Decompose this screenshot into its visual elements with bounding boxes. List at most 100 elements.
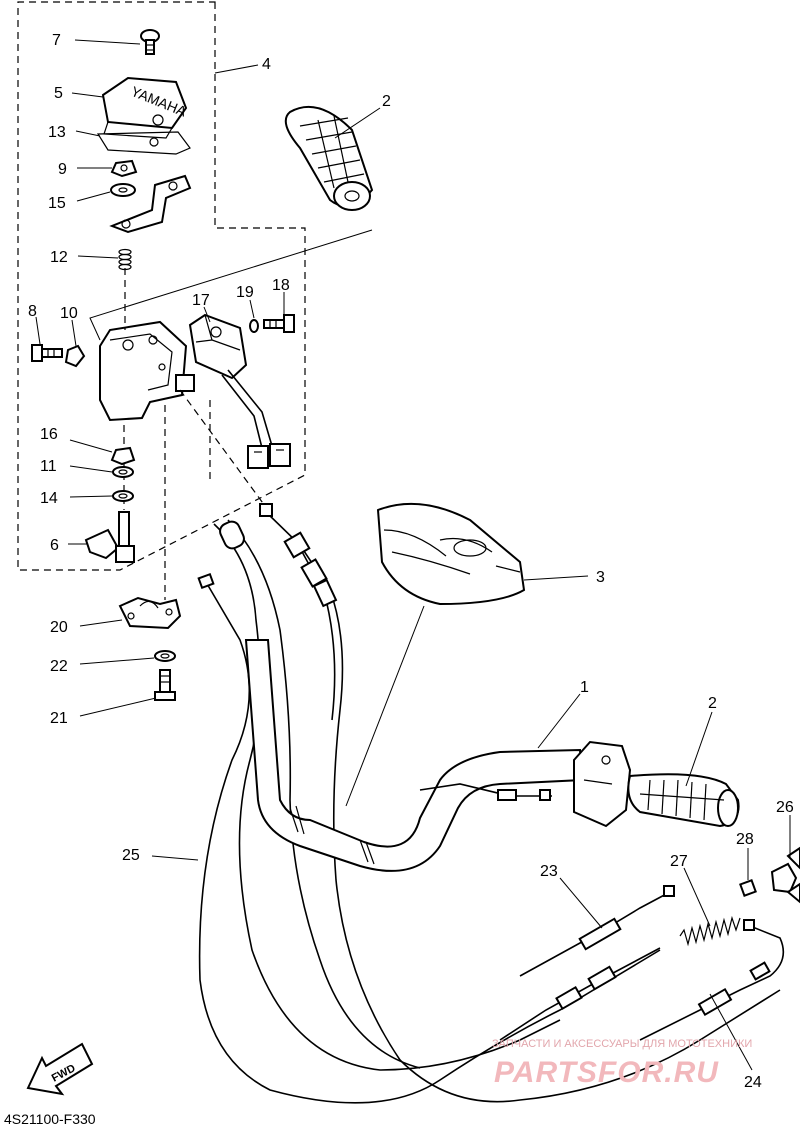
cable-24 — [639, 919, 785, 1041]
screw-8 — [31, 344, 63, 362]
grip-2-upper — [284, 105, 374, 211]
washer-15 — [110, 183, 136, 197]
callout-4: 4 — [262, 56, 271, 73]
washer-19 — [249, 319, 259, 333]
bolt-21 — [154, 669, 176, 701]
leader-27 — [683, 867, 711, 927]
nut-10 — [64, 344, 86, 368]
nut-16 — [110, 446, 136, 466]
callout-23: 23 — [540, 863, 558, 880]
callout-8: 8 — [28, 303, 37, 320]
leader-5 — [71, 92, 104, 98]
watermark-brand: PARTSFOR.RU — [494, 1056, 719, 1089]
throttle-housing — [573, 740, 632, 828]
screw-18 — [263, 314, 295, 333]
fwd-arrow-icon — [26, 1042, 94, 1096]
grip-2-lower — [627, 773, 740, 828]
callout-22: 22 — [50, 658, 68, 675]
bar-cable-end — [539, 789, 551, 801]
collar-28 — [739, 879, 757, 897]
cable-23 — [499, 885, 675, 1041]
leader-24 — [709, 993, 753, 1071]
leader-13 — [75, 130, 101, 137]
washer-11 — [112, 466, 134, 478]
callout-3: 3 — [596, 569, 605, 586]
leader-10 — [71, 319, 77, 347]
switch-wire — [227, 369, 273, 447]
cable-end-upper — [197, 520, 245, 590]
leader-8 — [35, 316, 41, 345]
spring-12 — [118, 248, 132, 271]
leader-21 — [79, 697, 157, 717]
bar-center-line — [345, 605, 425, 807]
callout-21: 21 — [50, 710, 68, 727]
throttle-cable-link — [227, 519, 421, 1069]
switch-cover-5: YAMAHA — [101, 76, 189, 147]
leader-1 — [537, 693, 581, 749]
leader-23 — [559, 877, 603, 929]
grip-to-housing-line — [89, 229, 373, 341]
leader-7 — [74, 39, 141, 45]
housing-cable-dash — [179, 389, 269, 511]
leader-17 — [203, 306, 211, 323]
washer-14 — [112, 490, 134, 502]
callout-15: 15 — [48, 195, 66, 212]
callout-16: 16 — [40, 426, 58, 443]
callout-14: 14 — [40, 490, 58, 507]
brake-cable — [265, 511, 781, 1103]
bar-cable-fitting — [497, 789, 517, 801]
callout-17: 17 — [192, 292, 210, 309]
callout-6: 6 — [50, 537, 59, 554]
leader-15 — [76, 191, 111, 202]
callout-12: 12 — [50, 249, 68, 266]
nut-9 — [110, 159, 138, 178]
callout-11: 11 — [40, 458, 57, 475]
leader-22 — [79, 657, 155, 665]
leader-12 — [77, 255, 119, 259]
callout-13: 13 — [48, 124, 66, 141]
watermark-caption: ЗАПЧАСТИ И АКСЕССУАРЫ ДЛЯ МОТОТЕХНИКИ — [492, 1038, 752, 1050]
callout-20: 20 — [50, 619, 68, 636]
callout-10: 10 — [60, 305, 78, 322]
leader-2-upper — [334, 107, 381, 139]
brake-cable-fittings — [259, 503, 338, 608]
callout-18: 18 — [272, 277, 290, 294]
callout-28: 28 — [736, 831, 754, 848]
handlebar-cover-3 — [376, 502, 526, 606]
switch-block-17 — [188, 313, 248, 380]
spring-27 — [679, 915, 741, 947]
clamp-20 — [118, 596, 182, 630]
throttle-cable-outer — [213, 523, 561, 1071]
bar-cable — [419, 783, 552, 797]
leader-11 — [69, 465, 113, 473]
washer-22 — [154, 650, 176, 662]
switch-housing — [99, 320, 195, 422]
gasket-13 — [96, 131, 191, 155]
diagram-code: 4S21100-F330 — [4, 1111, 96, 1127]
callout-7: 7 — [52, 32, 61, 49]
callout-2-lower: 2 — [708, 695, 717, 712]
lever-plate — [109, 174, 192, 234]
lever-shaft-6 — [84, 511, 135, 563]
screw-7 — [140, 29, 160, 55]
leader-20 — [79, 619, 123, 627]
switch-assembly-boundary — [17, 1, 306, 571]
leader-16 — [69, 439, 113, 453]
leader-2-lower — [685, 711, 713, 787]
callout-1: 1 — [580, 679, 589, 696]
throttle-cable-inner — [198, 581, 661, 1104]
leader-14 — [69, 495, 113, 498]
callout-24: 24 — [744, 1074, 762, 1091]
callout-25: 25 — [122, 847, 140, 864]
callout-9: 9 — [58, 161, 67, 178]
callout-5: 5 — [54, 85, 63, 102]
leader-19 — [249, 299, 255, 319]
callout-26: 26 — [776, 799, 794, 816]
leader-3 — [523, 575, 589, 581]
leader-25 — [151, 855, 199, 861]
leader-4 — [214, 64, 259, 74]
wire-connector — [247, 443, 291, 469]
callout-2-upper: 2 — [382, 93, 391, 110]
callout-27: 27 — [670, 853, 688, 870]
